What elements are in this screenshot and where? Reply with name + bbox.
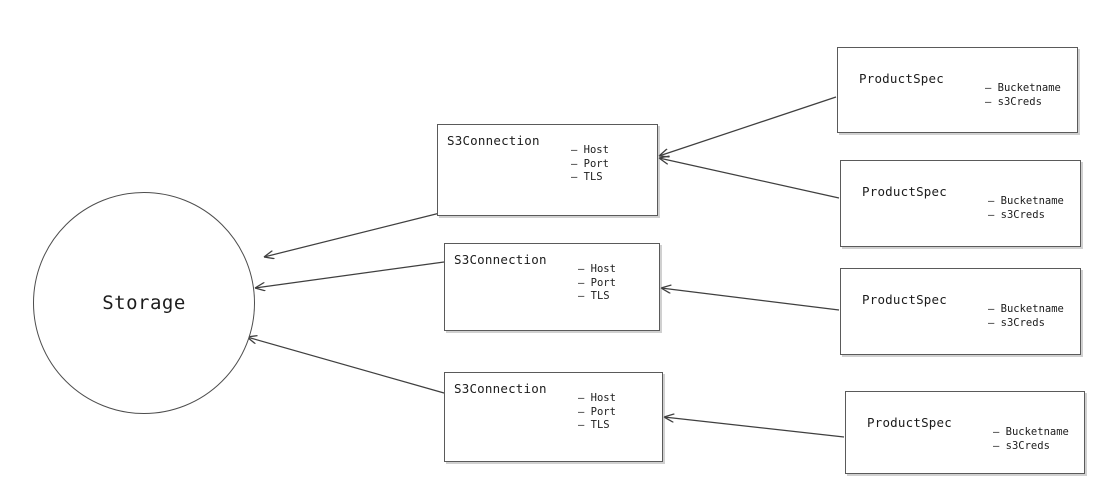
s3connection-node-3-title: S3Connection bbox=[454, 381, 547, 396]
attribute-item: – s3Creds bbox=[985, 95, 1042, 108]
s3connection-node-1-title: S3Connection bbox=[447, 133, 540, 148]
attribute-item: – Port bbox=[578, 276, 616, 289]
attribute-item: – Bucketname bbox=[985, 82, 1061, 94]
productspec-node-1-title: ProductSpec bbox=[859, 71, 944, 86]
productspec-node-2-attributes: – Bucketname– s3Creds bbox=[988, 195, 1064, 222]
productspec-node-1-attributes: – Bucketname– s3Creds bbox=[985, 82, 1061, 109]
attribute-item: – Port bbox=[571, 157, 609, 170]
attribute-item: – TLS bbox=[578, 290, 610, 302]
attribute-item: – Bucketname bbox=[988, 195, 1064, 207]
productspec-node-4-attributes: – Bucketname– s3Creds bbox=[993, 426, 1069, 453]
productspec-node-3-title: ProductSpec bbox=[862, 292, 947, 307]
attribute-item: – s3Creds bbox=[993, 439, 1050, 452]
s3connection-node-3-attributes: – Host– Port– TLS bbox=[578, 392, 616, 433]
productspec-node-2-title: ProductSpec bbox=[862, 184, 947, 199]
attribute-item: – s3Creds bbox=[988, 316, 1045, 329]
productspec-node-2[interactable] bbox=[840, 160, 1081, 247]
s3connection-node-1[interactable] bbox=[437, 124, 658, 216]
s3connection-1-to-storage bbox=[264, 211, 445, 257]
productspec-node-3-attributes: – Bucketname– s3Creds bbox=[988, 303, 1064, 330]
s3connection-3-to-storage bbox=[247, 337, 445, 394]
productspec-node-1[interactable] bbox=[837, 47, 1078, 133]
s3connection-node-3[interactable] bbox=[444, 372, 663, 462]
productspec-node-4-title: ProductSpec bbox=[867, 415, 952, 430]
attribute-item: – Bucketname bbox=[988, 303, 1064, 315]
productspec-3-to-s3connection-2 bbox=[661, 288, 840, 311]
s3connection-2-to-storage bbox=[255, 261, 445, 288]
s3connection-node-2-attributes: – Host– Port– TLS bbox=[578, 263, 616, 304]
s3connection-node-2-title: S3Connection bbox=[454, 252, 547, 267]
productspec-node-4[interactable] bbox=[845, 391, 1085, 474]
attribute-item: – Host bbox=[571, 144, 609, 156]
productspec-node-3[interactable] bbox=[840, 268, 1081, 355]
attribute-item: – Port bbox=[578, 405, 616, 418]
productspec-2-to-s3connection-1 bbox=[659, 158, 840, 199]
storage-circle-node[interactable]: Storage bbox=[33, 192, 255, 414]
attribute-item: – Bucketname bbox=[993, 426, 1069, 438]
productspec-1-to-s3connection-1 bbox=[659, 96, 837, 156]
s3connection-node-1-attributes: – Host– Port– TLS bbox=[571, 144, 609, 185]
storage-label: Storage bbox=[102, 292, 186, 314]
attribute-item: – s3Creds bbox=[988, 208, 1045, 221]
attribute-item: – TLS bbox=[571, 171, 603, 183]
attribute-item: – Host bbox=[578, 392, 616, 404]
s3connection-node-2[interactable] bbox=[444, 243, 660, 331]
productspec-4-to-s3connection-3 bbox=[664, 417, 845, 438]
attribute-item: – Host bbox=[578, 263, 616, 275]
attribute-item: – TLS bbox=[578, 419, 610, 431]
